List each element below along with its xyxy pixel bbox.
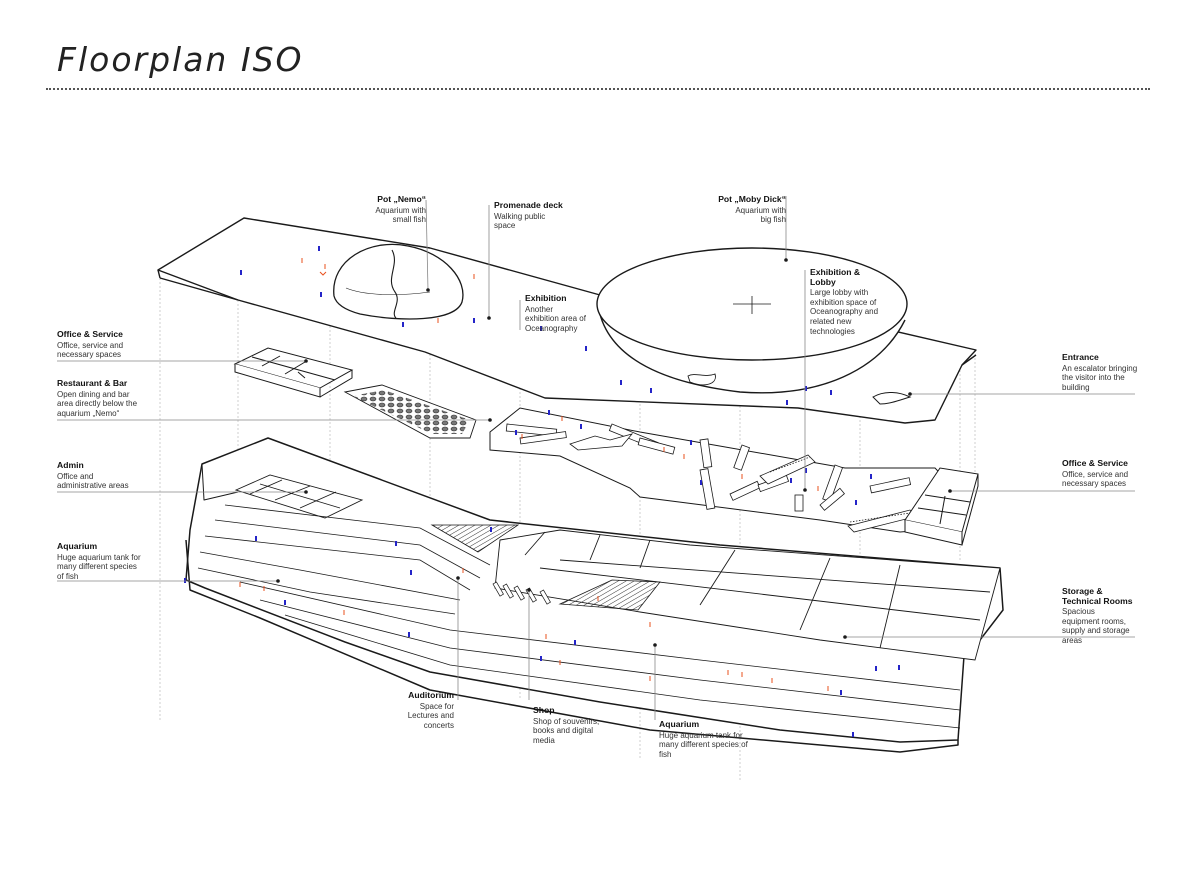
label-exhibition-lobby: Exhibition & Lobby Large lobby with exhi… bbox=[810, 267, 898, 336]
office-service-box-left bbox=[233, 347, 354, 398]
label-title: Shop bbox=[533, 705, 555, 715]
label-aquarium-bottom: Aquarium Huge aquarium tank for many dif… bbox=[659, 719, 759, 759]
label-title: Pot „Moby Dick“ bbox=[718, 194, 786, 204]
label-desc: Office and administrative areas bbox=[57, 471, 129, 491]
hatched-stair-area-2 bbox=[558, 579, 661, 611]
label-restaurant-bar: Restaurant & Bar Open dining and bar are… bbox=[57, 378, 157, 418]
label-title: Office & Service bbox=[57, 329, 123, 339]
page-title: Floorplan ISO bbox=[57, 40, 304, 79]
auditorium-ramps bbox=[197, 504, 491, 615]
label-storage-technical: Storage & Technical Rooms Spacious equip… bbox=[1062, 586, 1142, 646]
pot-moby-dick-bowl bbox=[596, 247, 908, 394]
label-auditorium: Auditorium Space for Lectures and concer… bbox=[392, 690, 454, 730]
admin-rooms bbox=[234, 474, 364, 519]
label-aquarium-left: Aquarium Huge aquarium tank for many dif… bbox=[57, 541, 147, 581]
pot-nemo-dome bbox=[333, 243, 464, 320]
exhibition-stands bbox=[505, 423, 912, 512]
label-office-service-left: Office & Service Office, service and nec… bbox=[57, 329, 157, 360]
exhibition-whale-model bbox=[569, 433, 634, 451]
label-desc: Shop of souvenirs, books and digital med… bbox=[533, 716, 600, 745]
office-service-box-right bbox=[904, 467, 979, 546]
label-desc: Spacious equipment rooms, supply and sto… bbox=[1062, 607, 1130, 645]
exhibition-lobby-floor bbox=[489, 407, 959, 533]
label-desc: Aquarium with small fish bbox=[375, 205, 426, 225]
label-admin: Admin Office and administrative areas bbox=[57, 460, 137, 491]
storage-technical-rooms bbox=[494, 529, 1001, 661]
label-title: Admin bbox=[57, 460, 84, 470]
leader-lines bbox=[57, 196, 1135, 720]
label-desc: Open dining and bar area directly below … bbox=[57, 389, 138, 418]
title-dotted-rule bbox=[46, 88, 1150, 90]
label-pot-moby-dick: Pot „Moby Dick“ Aquarium with big fish bbox=[696, 194, 786, 225]
label-desc: Huge aquarium tank for many different sp… bbox=[57, 552, 141, 581]
label-desc: Aquarium with big fish bbox=[735, 205, 786, 225]
label-title: Promenade deck bbox=[494, 200, 563, 210]
label-title: Storage & Technical Rooms bbox=[1062, 586, 1133, 606]
label-exhibition: Exhibition Another exhibition area of Oc… bbox=[525, 293, 587, 333]
label-title: Restaurant & Bar bbox=[57, 378, 128, 388]
entrance-escalator-opening bbox=[872, 392, 912, 405]
label-shop: Shop Shop of souvenirs, books and digita… bbox=[533, 705, 613, 745]
label-title: Exhibition bbox=[525, 293, 567, 303]
label-pot-nemo: Pot „Nemo“ Aquarium with small fish bbox=[340, 194, 426, 225]
label-desc: Space for Lectures and concerts bbox=[407, 701, 454, 730]
hatched-stair-area-1 bbox=[430, 524, 520, 553]
label-desc: An escalator bringing the visitor into t… bbox=[1062, 363, 1138, 392]
label-office-service-right: Office & Service Office, service and nec… bbox=[1062, 458, 1150, 489]
label-desc: Huge aquarium tank for many different sp… bbox=[659, 730, 748, 759]
leader-dots bbox=[276, 258, 952, 647]
label-title: Entrance bbox=[1062, 352, 1099, 362]
label-title: Office & Service bbox=[1062, 458, 1128, 468]
lobby-escalator bbox=[759, 454, 919, 533]
restaurant-bar-seating bbox=[343, 384, 477, 439]
label-promenade-deck: Promenade deck Walking public space bbox=[494, 200, 574, 231]
label-desc: Office, service and necessary spaces bbox=[1062, 469, 1129, 489]
label-title: Exhibition & Lobby bbox=[810, 267, 861, 287]
label-title: Aquarium bbox=[659, 719, 700, 729]
label-desc: Another exhibition area of Oceanography bbox=[525, 304, 586, 333]
label-desc: Walking public space bbox=[494, 211, 546, 231]
label-title: Pot „Nemo“ bbox=[377, 194, 426, 204]
label-desc: Office, service and necessary spaces bbox=[57, 340, 124, 360]
label-title: Auditorium bbox=[408, 690, 454, 700]
label-title: Aquarium bbox=[57, 541, 98, 551]
label-desc: Large lobby with exhibition space of Oce… bbox=[810, 288, 879, 336]
label-entrance: Entrance An escalator bringing the visit… bbox=[1062, 352, 1142, 392]
visitor-figures-blue bbox=[184, 246, 900, 737]
visitor-figures-orange bbox=[239, 258, 829, 691]
